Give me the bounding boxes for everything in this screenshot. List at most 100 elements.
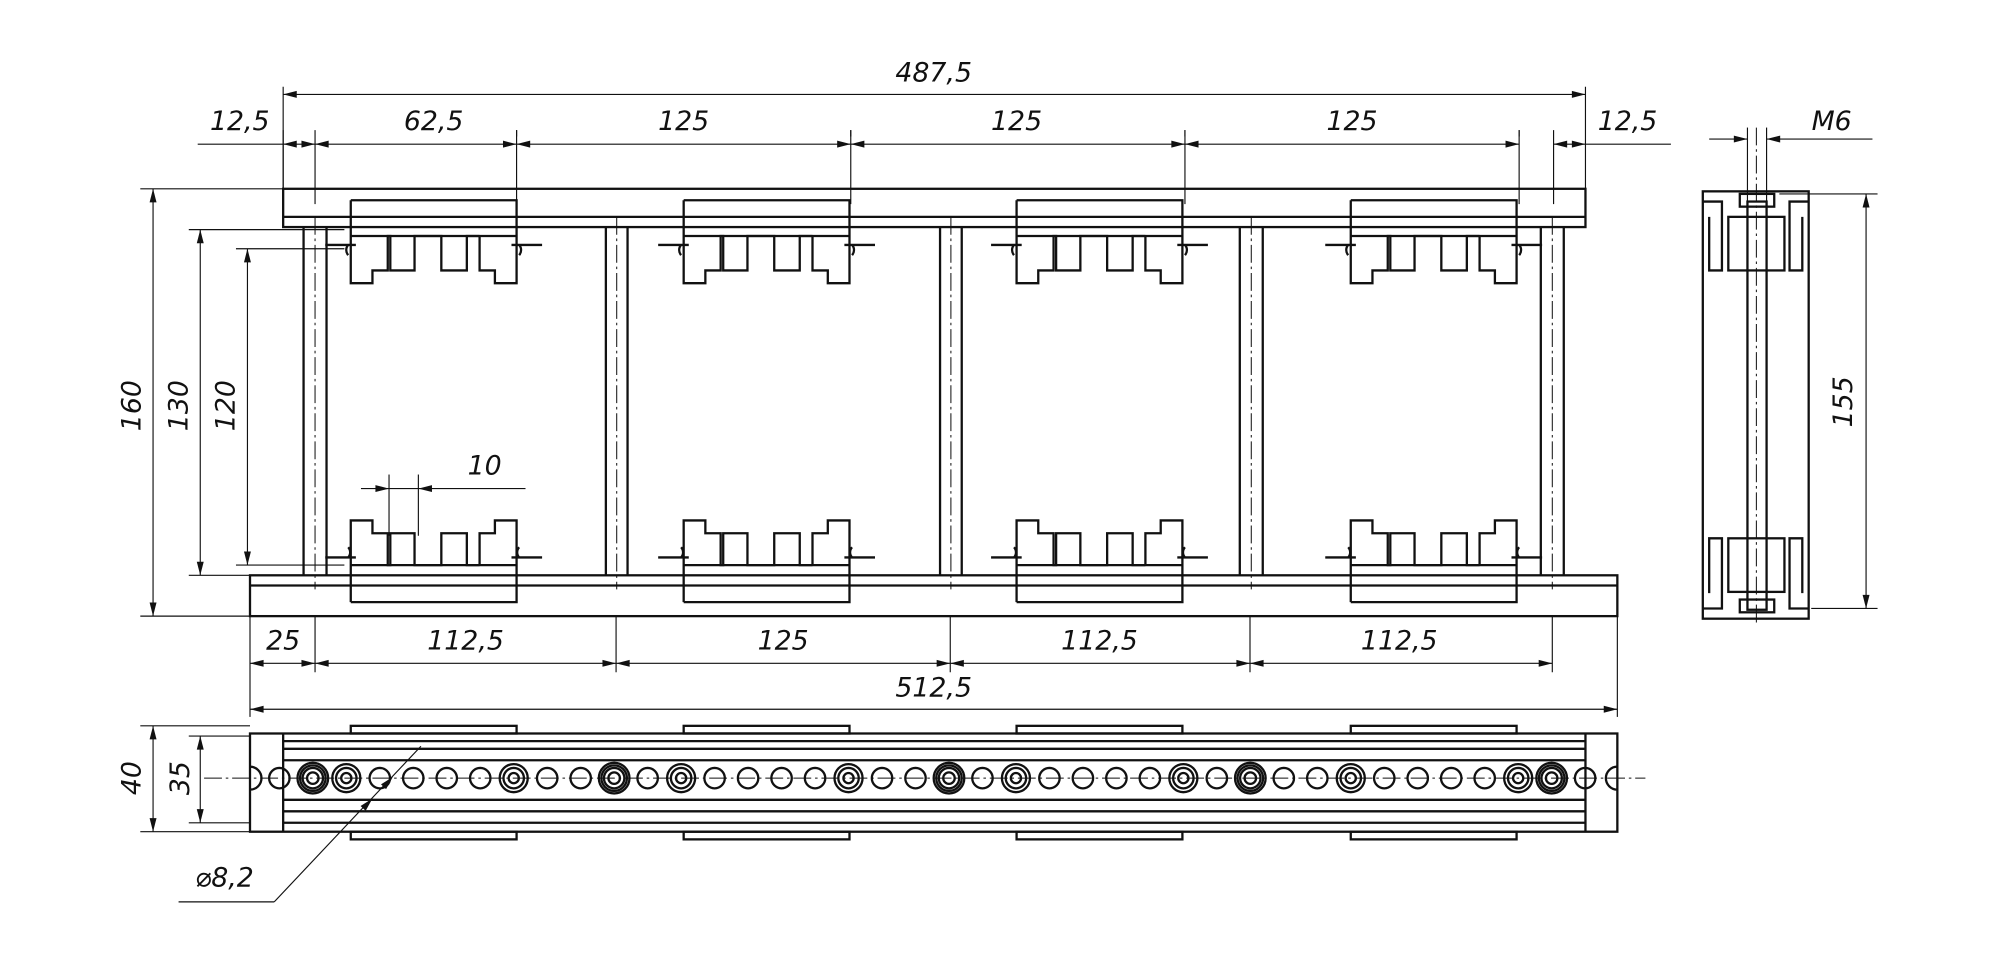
dim-span-3: 112,5 [1061, 625, 1138, 656]
dimension-arrow [1236, 659, 1250, 667]
bolt-head-icon [658, 546, 689, 559]
top-clamp [1015, 199, 1184, 285]
bolt-head-icon [658, 243, 689, 256]
mounting-hole [1004, 766, 1028, 790]
dim-tooth-width: 10 [468, 451, 502, 482]
top-clamp [682, 199, 851, 285]
dimension-arrow [301, 659, 316, 667]
mounting-hole [937, 766, 961, 790]
mounting-hole [1071, 766, 1095, 790]
mounting-hole [1272, 766, 1296, 790]
washer-icon [1502, 762, 1534, 794]
washer-icon [498, 762, 529, 794]
washer-icon [597, 761, 631, 795]
dim-edge-left: 12,5 [210, 106, 270, 137]
top-clamp [1349, 199, 1518, 285]
bottom-clamp [1015, 519, 1184, 604]
mounting-hole [502, 766, 526, 790]
bolt-icon [1243, 771, 1258, 786]
bolt-head-icon [1325, 243, 1356, 256]
mounting-hole [1038, 766, 1061, 790]
mounting-hole [736, 766, 760, 790]
mounting-hole [1573, 766, 1597, 790]
plan-clamp-top [349, 724, 518, 735]
mounting-hole [1305, 766, 1329, 790]
dimension-arrow [243, 248, 251, 263]
washer-icon [296, 761, 330, 795]
mounting-hole [1506, 766, 1530, 790]
dim-hole-diameter: ⌀8,2 [195, 863, 254, 894]
dimension-arrow [1766, 135, 1781, 143]
bolt-head-icon [1177, 546, 1208, 559]
bolt-head-icon [511, 243, 543, 256]
dimension-arrow [1862, 594, 1870, 609]
mounting-hole [971, 766, 994, 790]
dimension-arrow [1538, 659, 1553, 667]
bolt-icon [842, 771, 855, 785]
bottom-clamp [682, 519, 851, 604]
plan-clamp-top [1015, 724, 1184, 735]
bottom-clamp [349, 519, 518, 604]
bottom-clamp [1349, 519, 1518, 604]
dimension-arrow [950, 659, 964, 667]
dimension-arrow [283, 90, 297, 98]
bolt-icon [1544, 771, 1559, 786]
dimension-arrow [1184, 140, 1199, 148]
mounting-hole [904, 766, 927, 790]
plan-clamp-bottom [1015, 830, 1184, 841]
dimension-arrow [936, 659, 951, 667]
mounting-hole [435, 766, 459, 790]
dim-thread: M6 [1812, 106, 1852, 137]
mounting-hole [770, 766, 793, 790]
side-clamp-top [1702, 200, 1809, 272]
washer-icon [932, 761, 966, 795]
side-view-outline [1701, 190, 1810, 620]
mounting-hole [401, 766, 425, 790]
mounting-hole [301, 766, 325, 790]
dim-pitch-2: 125 [991, 106, 1042, 137]
dimension-arrow [283, 140, 297, 148]
dimension-arrow [315, 659, 329, 667]
mounting-hole [870, 766, 894, 790]
bolt-head-icon [325, 546, 356, 559]
mounting-hole [535, 766, 559, 790]
mounting-hole [837, 766, 860, 790]
dimension-arrow [616, 659, 630, 667]
plan-end-notch-left [249, 765, 263, 791]
bolt-head-icon [1511, 243, 1543, 256]
mounting-hole [1238, 766, 1262, 790]
dim-pitch-3: 125 [1326, 106, 1377, 137]
dimension-arrow [837, 140, 851, 148]
plan-base-outline [248, 732, 1619, 833]
bolt-icon [1009, 771, 1023, 785]
mounting-hole [1105, 766, 1128, 790]
plan-clamp-bottom [682, 830, 851, 841]
dimension-arrow [516, 140, 531, 148]
dim-pitch-1: 125 [658, 106, 709, 137]
dim-first-pitch: 62,5 [404, 106, 464, 137]
dimension-arrow [1553, 140, 1568, 148]
dimension-arrow [1603, 705, 1618, 713]
dimension-arrow [602, 659, 617, 667]
dimension-arrow [1171, 140, 1185, 148]
mounting-hole [1205, 766, 1229, 790]
washer-icon [1168, 762, 1199, 794]
washer-icon [833, 762, 864, 794]
dimension-arrow [381, 776, 393, 790]
mounting-hole [267, 766, 291, 790]
bolt-head-icon [1177, 243, 1208, 256]
base-rail [248, 574, 1619, 618]
bolt-head-icon [1511, 546, 1543, 559]
dimension-arrow [1505, 140, 1520, 148]
dim-height-total: 160 [116, 380, 147, 431]
dimension-arrow [149, 818, 157, 832]
plan-clamp-top [1349, 724, 1518, 735]
mounting-hole [602, 766, 626, 790]
mounting-hole [636, 766, 659, 790]
side-clamp-bottom [1702, 537, 1809, 610]
dim-offset: 25 [266, 625, 300, 656]
nut-top [1738, 192, 1776, 208]
dimension-arrow [243, 551, 251, 566]
dimension-arrow [1733, 135, 1748, 143]
